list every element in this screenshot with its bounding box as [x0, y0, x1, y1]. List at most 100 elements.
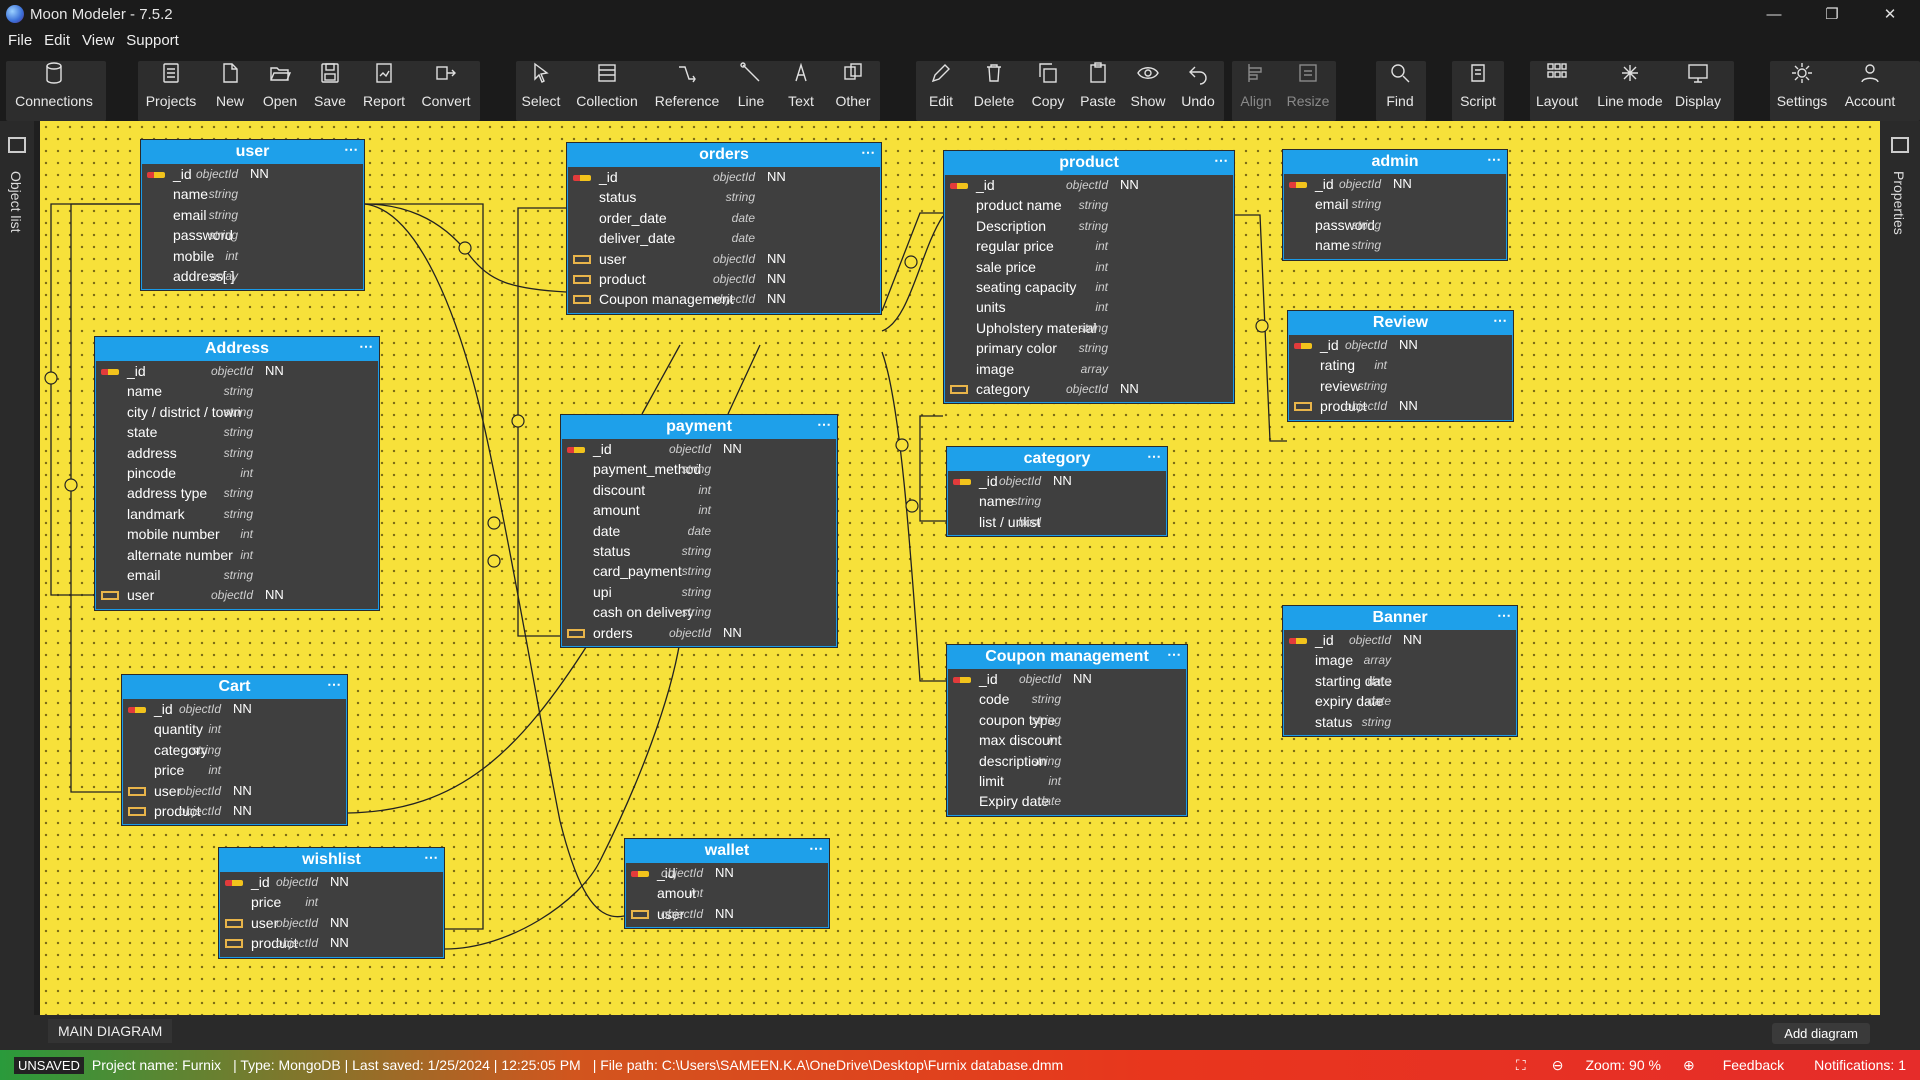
show-button[interactable]: Show — [1128, 53, 1168, 119]
entity-menu-icon[interactable]: ⋯ — [327, 676, 341, 692]
align-button[interactable]: Align — [1238, 53, 1274, 119]
entity-header[interactable]: payment⋯ — [561, 415, 837, 439]
entity-menu-icon[interactable]: ⋯ — [1487, 151, 1501, 167]
save-button[interactable]: Save — [312, 53, 348, 119]
entity-header[interactable]: orders⋯ — [567, 143, 881, 167]
display-button[interactable]: Display — [1672, 53, 1724, 119]
entity-header[interactable]: Address⋯ — [95, 337, 379, 361]
resize-button[interactable]: Resize — [1286, 53, 1330, 119]
entity-menu-icon[interactable]: ⋯ — [359, 338, 373, 354]
feedback-button[interactable]: Feedback — [1722, 1057, 1785, 1073]
report-button[interactable]: Report — [362, 53, 406, 119]
find-button[interactable]: Find — [1384, 53, 1416, 119]
entity-menu-icon[interactable]: ⋯ — [1493, 312, 1507, 328]
entity-header[interactable]: Review⋯ — [1288, 311, 1513, 335]
entity-attribute[interactable]: address[ ]array — [141, 266, 364, 286]
script-button[interactable]: Script — [1456, 53, 1500, 119]
fit-screen-icon[interactable]: ⛶ — [1515, 1056, 1526, 1073]
entity-menu-icon[interactable]: ⋯ — [861, 144, 875, 160]
properties-label[interactable]: Properties — [1891, 171, 1907, 235]
collection-button[interactable]: Collection — [575, 53, 639, 119]
notifications-button[interactable]: Notifications: 1 — [1814, 1057, 1906, 1073]
zoom-out-icon[interactable]: ⊖ — [1551, 1056, 1564, 1073]
line-button[interactable]: Line — [736, 53, 766, 119]
menu-file[interactable]: File — [8, 32, 33, 49]
entity-header[interactable]: Banner⋯ — [1283, 606, 1517, 630]
entity-menu-icon[interactable]: ⋯ — [424, 849, 438, 865]
restore-button[interactable]: ❐ — [1825, 6, 1839, 23]
add-diagram-button[interactable]: Add diagram — [1772, 1023, 1870, 1044]
entity-header[interactable]: user⋯ — [141, 140, 364, 164]
other-button[interactable]: Other — [832, 53, 874, 119]
projects-button[interactable]: Projects — [146, 53, 196, 119]
connections-button[interactable]: Connections — [12, 53, 96, 119]
new-button[interactable]: New — [212, 53, 248, 119]
reference-button[interactable]: Reference — [653, 53, 721, 119]
paste-button[interactable]: Paste — [1078, 53, 1118, 119]
entity-header[interactable]: category⋯ — [947, 447, 1167, 471]
panel-toggle-icon[interactable] — [8, 137, 26, 153]
close-button[interactable]: ✕ — [1883, 6, 1897, 23]
entity-menu-icon[interactable]: ⋯ — [344, 141, 358, 157]
menu-view[interactable]: View — [82, 32, 115, 49]
entity-menu-icon[interactable]: ⋯ — [1167, 646, 1181, 662]
object-list-label[interactable]: Object list — [8, 171, 24, 233]
account-button[interactable]: Account — [1842, 53, 1898, 119]
entity-menu-icon[interactable]: ⋯ — [809, 840, 823, 856]
entity-header[interactable]: admin⋯ — [1283, 150, 1507, 174]
